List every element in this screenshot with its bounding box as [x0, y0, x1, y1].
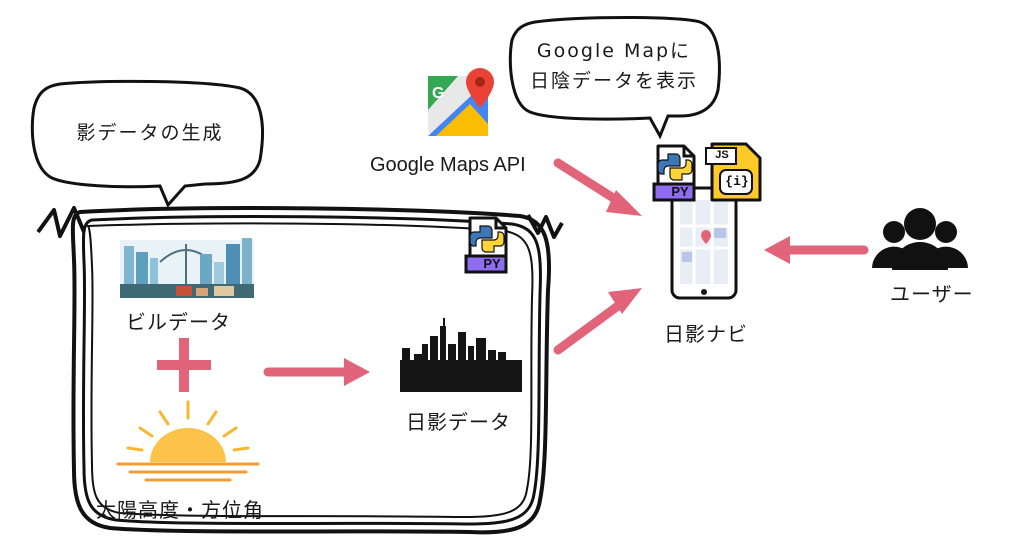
- bubble-map-text: Google Mapに 日陰データを表示: [512, 36, 716, 96]
- arrow-user-to-navi: [764, 236, 869, 264]
- bubble-map-line2: 日陰データを表示: [529, 70, 698, 92]
- arrow-to-shade-data: [263, 358, 370, 386]
- bubble-map: [508, 16, 721, 140]
- plus-icon: [157, 338, 211, 392]
- label-user: ユーザー: [890, 282, 974, 306]
- label-maps-api: Google Maps API: [370, 154, 526, 176]
- sunset-icon: [116, 400, 260, 482]
- label-shade-data: 日影データ: [406, 410, 511, 434]
- buildings-image: [120, 238, 254, 298]
- skyline-icon: [400, 318, 522, 392]
- users-icon: [872, 208, 968, 270]
- arrow-api-to-navi: [553, 158, 642, 216]
- bubble-map-line1: Google Mapに: [536, 40, 692, 62]
- js-badge: JS: [715, 149, 729, 161]
- py-badge-frame: PY: [483, 256, 501, 271]
- frame-accent-right: [526, 214, 564, 239]
- frame-accent-left: [36, 206, 86, 238]
- js-file-icon: [705, 142, 762, 202]
- bubble-shadow-gen-text: 影データの生成: [76, 122, 224, 144]
- py-badge-navi: PY: [671, 184, 689, 199]
- svg-text:G: G: [432, 85, 444, 102]
- smartphone-icon: [670, 186, 738, 300]
- label-sun-data: 太陽高度・方位角: [96, 498, 264, 522]
- arrow-shade-to-navi: [553, 288, 642, 355]
- bubble-shadow-gen: [30, 79, 264, 208]
- google-maps-icon: G: [428, 68, 494, 136]
- label-navi: 日影ナビ: [664, 322, 748, 346]
- info-badge: {i}: [725, 174, 749, 189]
- label-building-data: ビルデータ: [126, 310, 231, 334]
